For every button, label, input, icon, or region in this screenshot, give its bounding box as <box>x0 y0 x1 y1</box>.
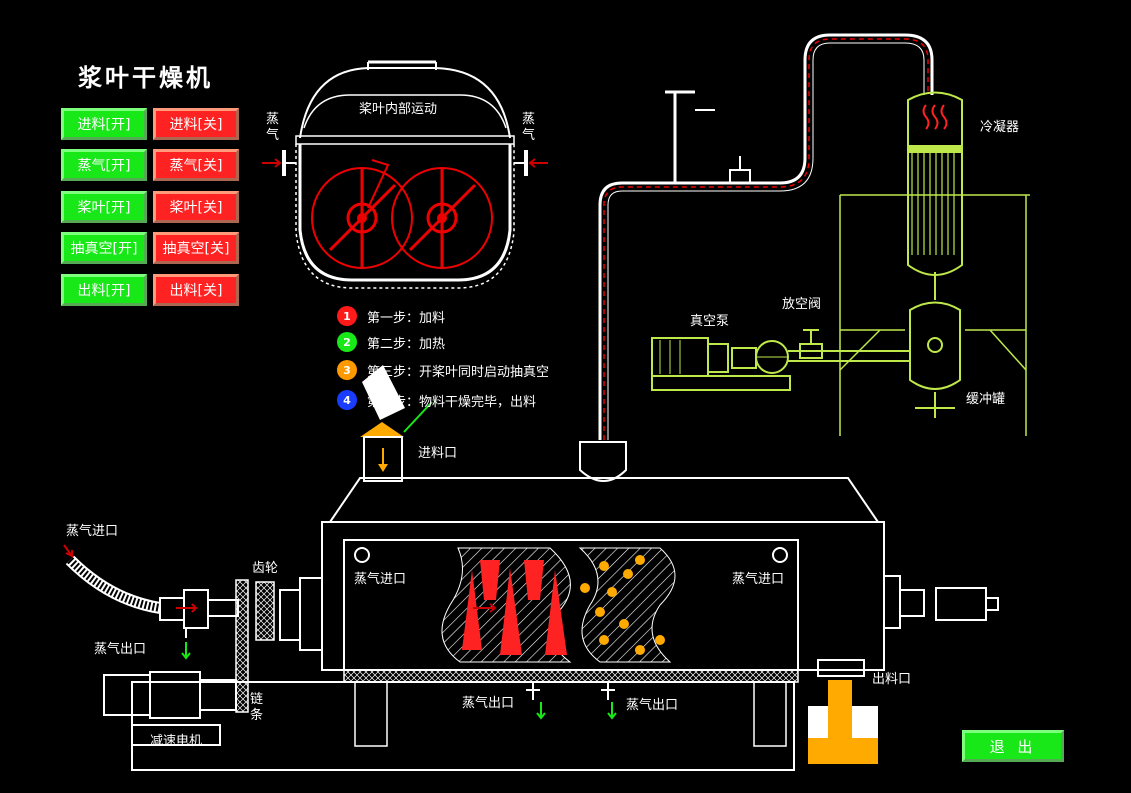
step-3-text: 第三步：开桨叶同时启动抽真空 <box>367 364 550 380</box>
step-1-badge: 1 <box>337 306 357 326</box>
step-2-text: 第二步：加热 <box>367 336 446 352</box>
steam-inlet-pipe-label: 蒸气进口 <box>66 524 119 539</box>
gear-label: 齿轮 <box>252 561 279 576</box>
step-4-text: 第四步：物料干燥完毕，出料 <box>367 394 537 410</box>
steam-right-label-1: 蒸 <box>522 112 536 127</box>
steam-outlet-left-label: 蒸气出口 <box>94 642 147 657</box>
steam-on-button[interactable]: 蒸气[开] <box>61 149 147 181</box>
exit-button[interactable]: 退 出 <box>962 730 1064 762</box>
inner-motion-label: 桨叶内部运动 <box>359 102 438 117</box>
steam-outlet-a-label: 蒸气出口 <box>462 696 515 711</box>
paddle-vessel <box>262 60 548 289</box>
buffer-tank-label: 缓冲罐 <box>966 392 1006 407</box>
vent-valve-label: 放空阀 <box>782 297 822 312</box>
step-4-badge: 4 <box>337 390 357 410</box>
drive-assembly <box>63 544 323 746</box>
paddle-on-button[interactable]: 桨叶[开] <box>61 191 147 223</box>
condenser-label: 冷凝器 <box>980 120 1020 135</box>
steam-outlet-b-label: 蒸气出口 <box>626 698 679 713</box>
step-3-badge: 3 <box>337 360 357 380</box>
step-2-badge: 2 <box>337 332 357 352</box>
vacuum-on-button[interactable]: 抽真空[开] <box>61 232 147 264</box>
motor-label: 减速电机 <box>150 734 203 749</box>
page-title: 浆叶干燥机 <box>78 64 213 92</box>
chain-label-2: 条 <box>250 708 264 723</box>
steam-left-label-1: 蒸 <box>266 112 280 127</box>
step-1: 1 第一步：加料 <box>337 306 445 326</box>
discharge-on-button[interactable]: 出料[开] <box>61 274 147 306</box>
step-2: 2 第二步：加热 <box>337 332 445 352</box>
dryer-body <box>131 477 999 771</box>
discharge-label: 出料口 <box>872 672 912 687</box>
feed-inlet-label: 进料口 <box>418 446 458 461</box>
chain-label-1: 链 <box>250 692 264 707</box>
steam-off-button[interactable]: 蒸气[关] <box>153 149 239 181</box>
feed-off-button[interactable]: 进料[关] <box>153 108 239 140</box>
steam-left-label-2: 气 <box>266 128 280 143</box>
vacuum-pump-label: 真空泵 <box>690 314 730 329</box>
vacuum-pump-set <box>651 329 910 391</box>
vacuum-off-button[interactable]: 抽真空[关] <box>153 232 239 264</box>
condenser-unit <box>839 91 1030 436</box>
steam-inlet-b-label: 蒸气进口 <box>732 572 785 587</box>
feed-on-button[interactable]: 进料[开] <box>61 108 147 140</box>
feed-hopper <box>360 365 433 482</box>
discharge-off-button[interactable]: 出料[关] <box>153 274 239 306</box>
step-4: 4 第四步：物料干燥完毕，出料 <box>337 390 536 410</box>
paddle-off-button[interactable]: 桨叶[关] <box>153 191 239 223</box>
steam-right-label-2: 气 <box>522 128 536 143</box>
step-3: 3 第三步：开桨叶同时启动抽真空 <box>337 360 549 380</box>
vacuum-pipe <box>579 33 934 482</box>
step-1-text: 第一步：加料 <box>367 310 446 326</box>
steam-inlet-a-label: 蒸气进口 <box>354 572 407 587</box>
